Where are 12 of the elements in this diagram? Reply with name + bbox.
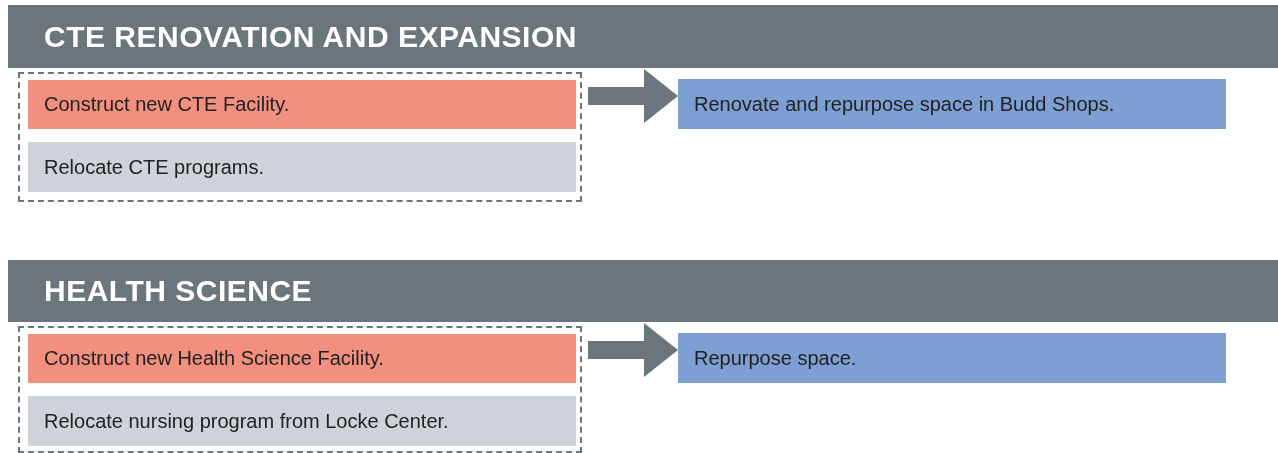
dashed-group-box [18,326,582,453]
action-box: Construct new Health Science Facility. [28,334,576,383]
section-header: HEALTH SCIENCE [8,260,1278,322]
dashed-group-box [18,72,582,202]
action-box: Relocate nursing program from Locke Center. [28,396,576,446]
section-header: CTE RENOVATION AND EXPANSION [8,5,1278,68]
arrow [588,69,678,123]
action-box: Relocate CTE programs. [28,142,576,192]
result-box: Repurpose space. [678,333,1226,383]
action-box: Construct new CTE Facility. [28,80,576,129]
arrow [588,323,678,377]
result-box: Renovate and repurpose space in Budd Shops. [678,79,1226,129]
